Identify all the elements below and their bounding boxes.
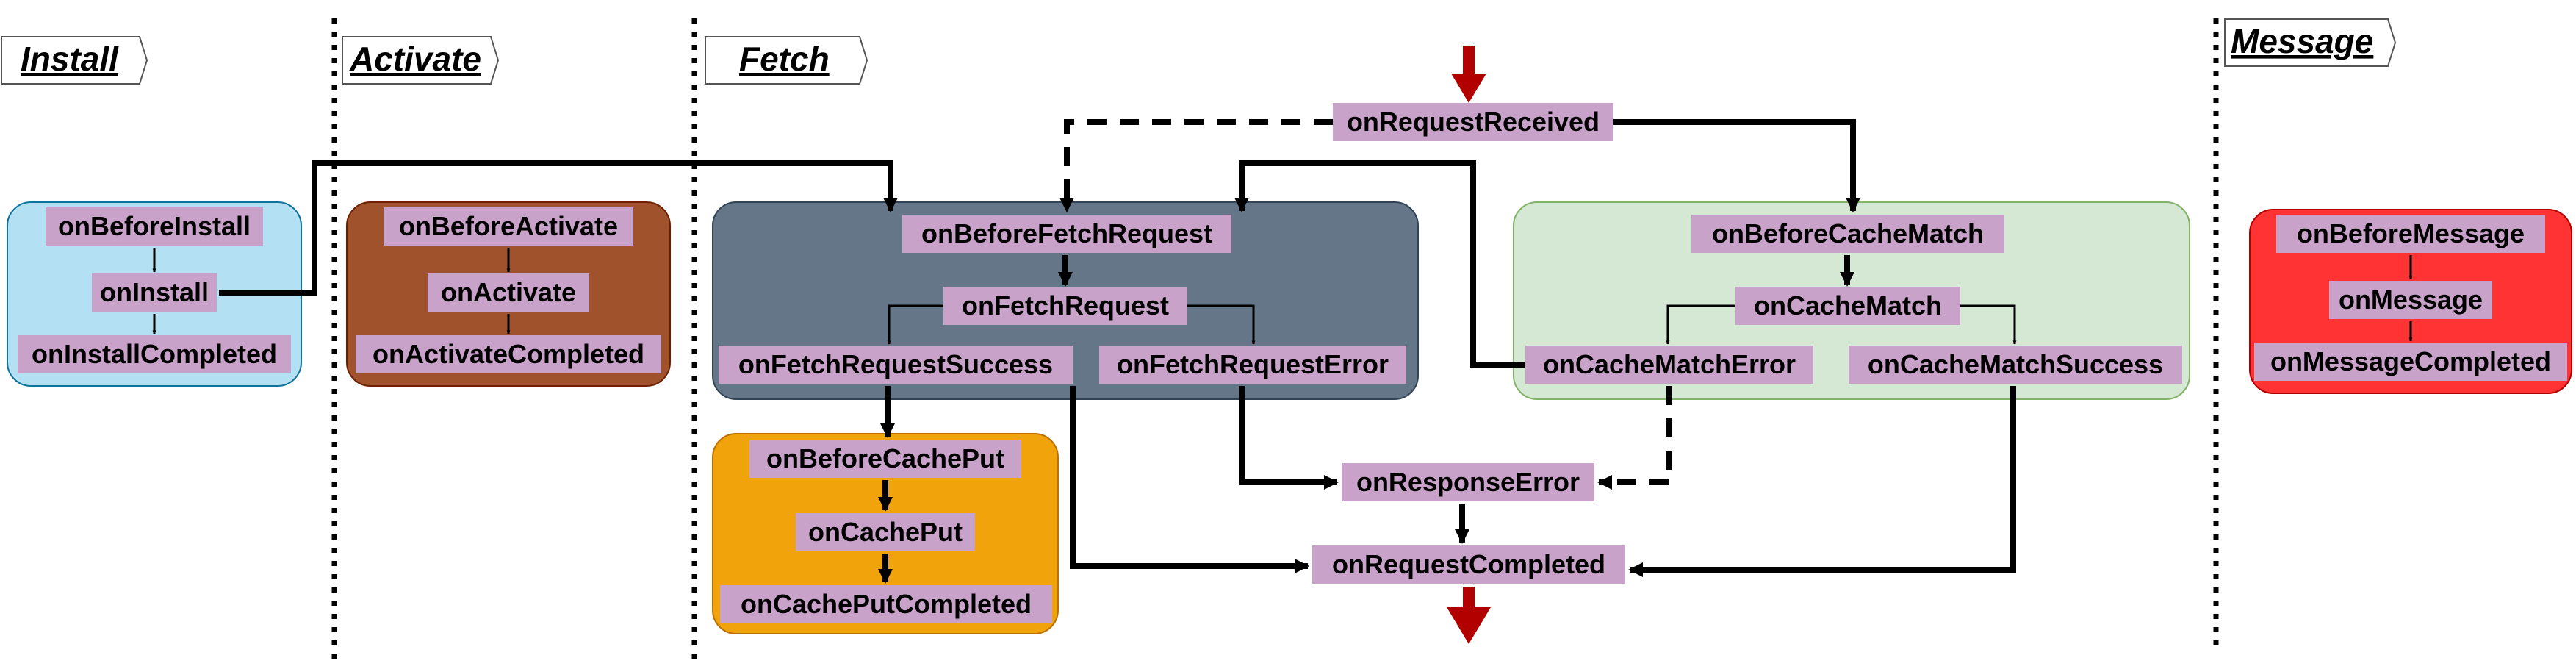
- node-bg-before-cache-put: [749, 440, 1021, 478]
- node-bg-cache-put-completed: [720, 585, 1052, 623]
- section-title-message: Message: [2231, 22, 2373, 60]
- node-bg-before-fetch-request: [902, 215, 1231, 253]
- section-tag-install: Install: [1, 36, 148, 85]
- connector-request-received-to-before-cache-match: [1613, 119, 1860, 212]
- node-bg-activate-completed: [356, 335, 661, 373]
- before-cache-match-label: onBeforeCacheMatch: [1712, 218, 1984, 248]
- request-received-label: onRequestReceived: [1347, 107, 1600, 137]
- request-completed-label: onRequestCompleted: [1332, 549, 1605, 579]
- node-bg-cache-match-error: [1525, 346, 1813, 384]
- section-title-activate: Activate: [349, 40, 481, 78]
- node-bg-cache-match: [1735, 287, 1960, 325]
- node-bg-before-install: [46, 207, 263, 246]
- exit-arrow: [1447, 587, 1491, 644]
- connector-cache-match-error-to-response-error-dashed: [1597, 386, 1672, 490]
- cache-put-label: onCachePut: [808, 517, 963, 547]
- install-completed-label: onInstallCompleted: [32, 339, 277, 369]
- section-tag-activate: Activate: [342, 36, 500, 85]
- node-bg-message-completed: [2254, 343, 2567, 381]
- cache-match-error-label: onCacheMatchError: [1543, 349, 1796, 379]
- activate-completed-label: onActivateCompleted: [373, 339, 644, 369]
- install-before-label: onBeforeInstall: [58, 211, 251, 241]
- connector-fetch-request-to-error: [1187, 304, 1256, 345]
- message-main-label: onMessage: [2339, 285, 2483, 315]
- activate-main-label: onActivate: [441, 277, 576, 307]
- connector-install-to-before-fetch-request: [219, 160, 898, 296]
- node-bg-before-activate: [384, 207, 633, 246]
- connector-success-to-request-completed: [1070, 386, 1309, 573]
- fetch-request-error-label: onFetchRequestError: [1117, 349, 1389, 379]
- node-bg-before-message: [2276, 215, 2545, 253]
- node-labels: onBeforeInstall onInstall onInstallCompl…: [32, 107, 2551, 619]
- node-bg-fetch-request-success: [719, 346, 1073, 384]
- section-title-fetch: Fetch: [739, 40, 830, 78]
- section-tag-message: Message: [2224, 18, 2397, 67]
- entry-arrow: [1451, 46, 1486, 103]
- install-main-label: onInstall: [100, 277, 209, 307]
- cache-put-completed-label: onCachePutCompleted: [741, 589, 1032, 619]
- node-bg-request-received: [1333, 103, 1613, 141]
- node-bg-install-completed: [18, 335, 291, 373]
- connector-cache-match-to-success: [1960, 304, 2017, 345]
- cache-match-label: onCacheMatch: [1754, 290, 1942, 321]
- node-bg-response-error: [1342, 463, 1594, 501]
- dashed-connectors: [1059, 119, 1672, 490]
- node-bg-message: [2329, 281, 2492, 319]
- message-before-label: onBeforeMessage: [2297, 218, 2525, 248]
- connector-cache-match-success-to-request-completed: [1628, 386, 2016, 577]
- node-backgrounds: [18, 103, 2567, 623]
- connector-fetch-error-to-response-error: [1239, 386, 1339, 490]
- node-bg-cache-match-success: [1849, 346, 2182, 384]
- node-bg-request-completed: [1312, 545, 1625, 584]
- thin-connectors: [152, 248, 2413, 345]
- node-bg-fetch-request-error: [1099, 346, 1406, 384]
- node-bg-activate: [428, 273, 589, 312]
- connector-fetch-request-to-success: [887, 304, 943, 345]
- response-error-label: onResponseError: [1356, 467, 1580, 497]
- node-bg-fetch-request: [943, 287, 1187, 325]
- section-title-install: Install: [21, 40, 119, 78]
- node-bg-cache-put: [796, 513, 975, 551]
- connector-request-received-to-before-fetch-request-dashed: [1059, 119, 1333, 212]
- connector-cache-match-error-to-before-fetch-request: [1234, 160, 1525, 368]
- message-completed-label: onMessageCompleted: [2270, 346, 2551, 376]
- thick-connectors: [219, 119, 2016, 584]
- node-bg-install: [92, 273, 217, 312]
- before-fetch-request-label: onBeforeFetchRequest: [921, 218, 1212, 248]
- connector-cache-match-to-error: [1666, 304, 1735, 345]
- section-tag-fetch: Fetch: [705, 36, 868, 85]
- activate-before-label: onBeforeActivate: [399, 211, 618, 241]
- fetch-request-label: onFetchRequest: [962, 290, 1169, 321]
- fetch-request-success-label: onFetchRequestSuccess: [738, 349, 1053, 379]
- node-bg-before-cache-match: [1691, 215, 2004, 253]
- before-cache-put-label: onBeforeCachePut: [766, 443, 1004, 473]
- cache-match-success-label: onCacheMatchSuccess: [1868, 349, 2163, 379]
